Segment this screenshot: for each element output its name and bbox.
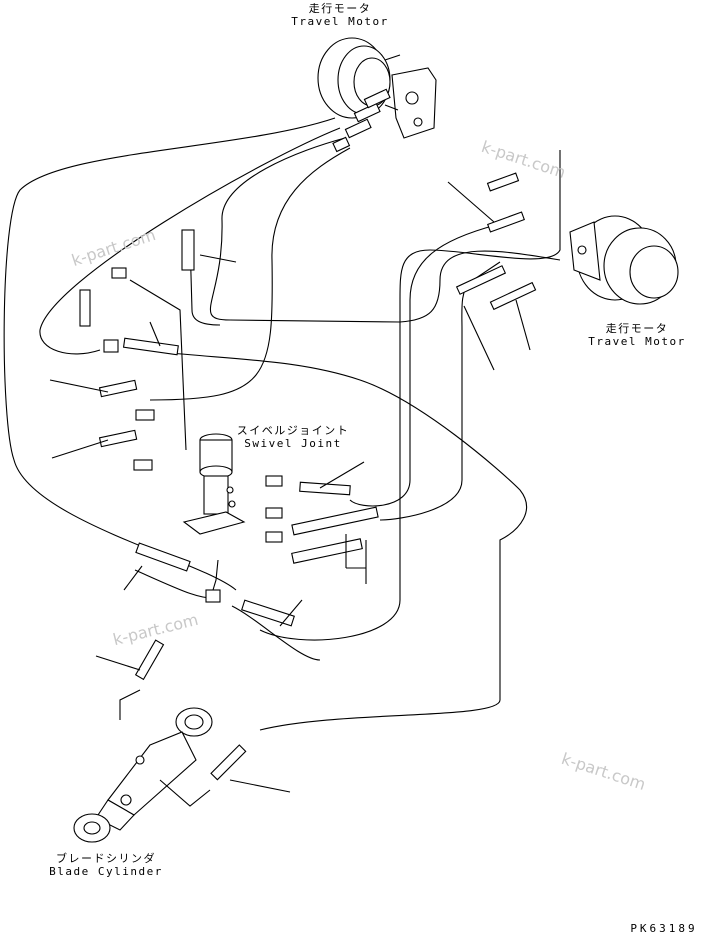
swivel-joint-label: スイベルジョイント Swivel Joint bbox=[228, 424, 358, 450]
blade-cylinder-en: Blade Cylinder bbox=[49, 865, 163, 878]
travel-motor-right bbox=[569, 215, 679, 305]
swivel-joint-en: Swivel Joint bbox=[244, 437, 342, 450]
travel-motor-right-jp: 走行モータ bbox=[605, 322, 669, 335]
travel-motor-top bbox=[317, 37, 437, 139]
blade-cylinder-label: ブレードシリンダ Blade Cylinder bbox=[40, 852, 172, 878]
swivel-joint bbox=[182, 433, 246, 535]
blade-cylinder bbox=[73, 707, 213, 843]
blade-cylinder-jp: ブレードシリンダ bbox=[56, 852, 156, 865]
travel-motor-top-label: 走行モータ Travel Motor bbox=[290, 2, 390, 28]
swivel-joint-jp: スイベルジョイント bbox=[236, 424, 350, 437]
travel-motor-right-en: Travel Motor bbox=[588, 335, 686, 348]
leader-lines bbox=[49, 181, 531, 793]
travel-motor-top-en: Travel Motor bbox=[291, 15, 389, 28]
travel-motor-top-jp: 走行モータ bbox=[308, 2, 372, 15]
travel-motor-right-label: 走行モータ Travel Motor bbox=[582, 322, 692, 348]
part-code: PK63189 bbox=[630, 922, 698, 935]
hoses bbox=[3, 117, 561, 807]
fittings bbox=[79, 88, 537, 781]
